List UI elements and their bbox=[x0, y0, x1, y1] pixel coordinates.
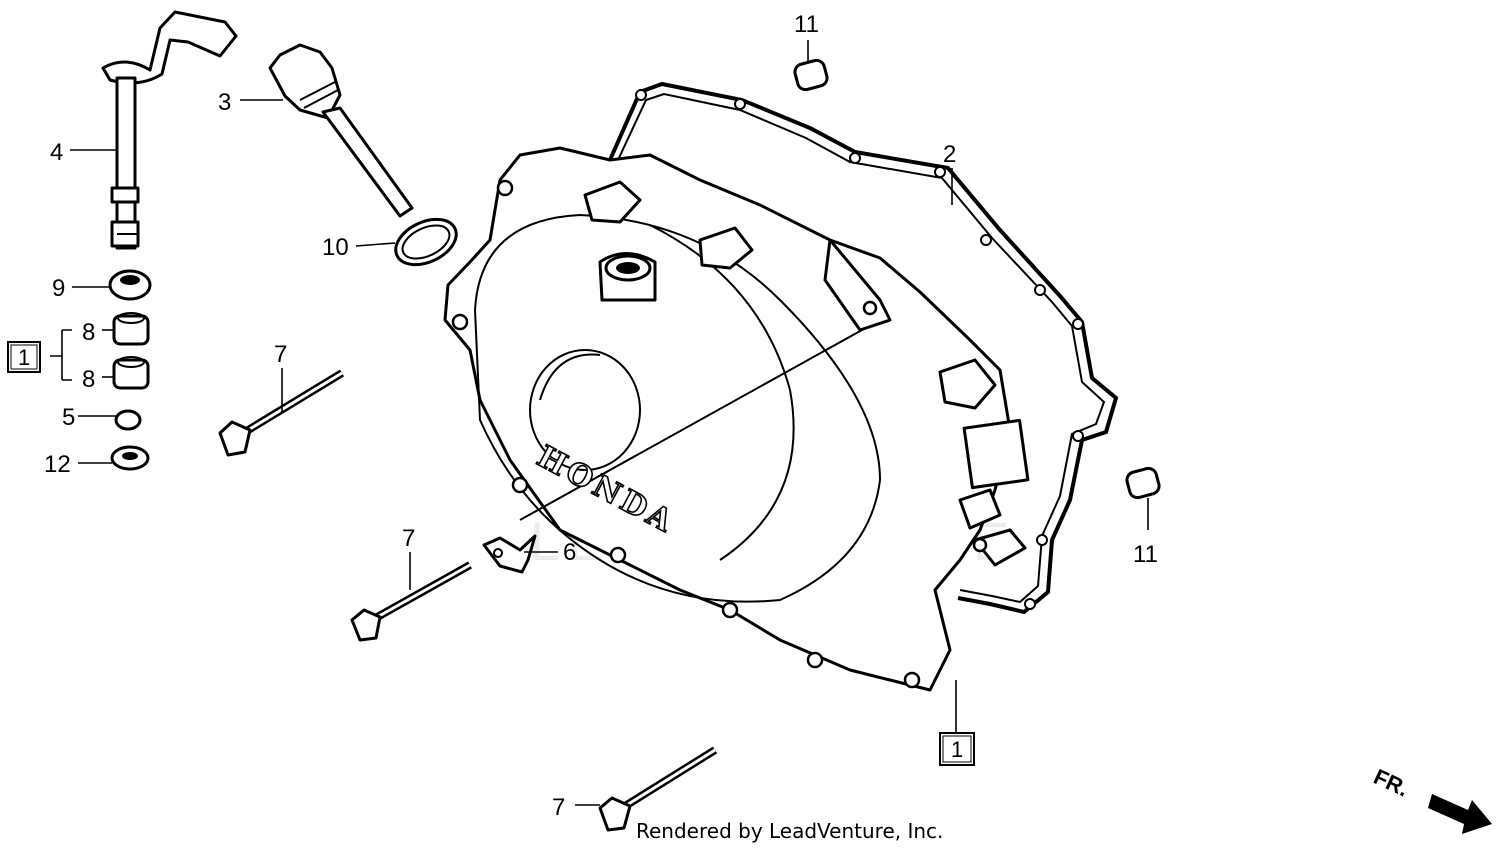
oil-filler-cap bbox=[268, 43, 414, 218]
set-box-left: 1 bbox=[7, 341, 41, 373]
callout-7-middle: 7 bbox=[402, 525, 415, 552]
clip-5 bbox=[114, 409, 142, 431]
callout-11-top: 11 bbox=[794, 11, 819, 38]
set-label-cover: 1 bbox=[951, 737, 963, 762]
callout-10: 10 bbox=[322, 234, 349, 261]
callout-7-bottom: 7 bbox=[552, 794, 565, 821]
bolt-middle bbox=[350, 561, 472, 642]
front-label: FR. bbox=[1370, 764, 1413, 802]
callout-12: 12 bbox=[44, 451, 71, 478]
callout-11-bottom: 11 bbox=[1133, 541, 1158, 568]
footer-credit: Rendered by LeadVenture, Inc. bbox=[636, 819, 943, 843]
callout-8-lower: 8 bbox=[82, 366, 95, 393]
callout-8-upper: 8 bbox=[82, 319, 95, 346]
set-box-cover: 1 bbox=[939, 732, 975, 766]
kickstarter-shaft bbox=[101, 10, 238, 250]
leader-lines bbox=[50, 40, 1149, 806]
front-direction-indicator: FR. bbox=[1370, 764, 1492, 834]
bolt-upper bbox=[218, 369, 345, 457]
seal-9 bbox=[108, 269, 152, 301]
gasket bbox=[608, 81, 1119, 615]
direction-arrow-icon bbox=[1428, 794, 1492, 834]
callout-9: 9 bbox=[52, 275, 65, 302]
dowel-pin-bottom bbox=[1125, 466, 1161, 500]
callout-3: 3 bbox=[218, 89, 231, 116]
o-ring bbox=[394, 217, 458, 267]
right-crankcase-cover: HONDA bbox=[443, 146, 1030, 692]
bushing-8-upper bbox=[112, 312, 150, 346]
callout-4: 4 bbox=[50, 139, 63, 166]
washer-12 bbox=[110, 445, 150, 471]
set-label-left: 1 bbox=[18, 345, 30, 370]
bolt-bottom bbox=[598, 746, 718, 832]
callout-6: 6 bbox=[563, 539, 576, 566]
callout-5: 5 bbox=[62, 404, 75, 431]
dowel-pin-top bbox=[793, 58, 829, 92]
clamp-6 bbox=[482, 534, 537, 574]
callout-7-upper: 7 bbox=[274, 341, 287, 368]
callout-2: 2 bbox=[943, 141, 956, 168]
bushing-8-lower bbox=[112, 356, 150, 390]
